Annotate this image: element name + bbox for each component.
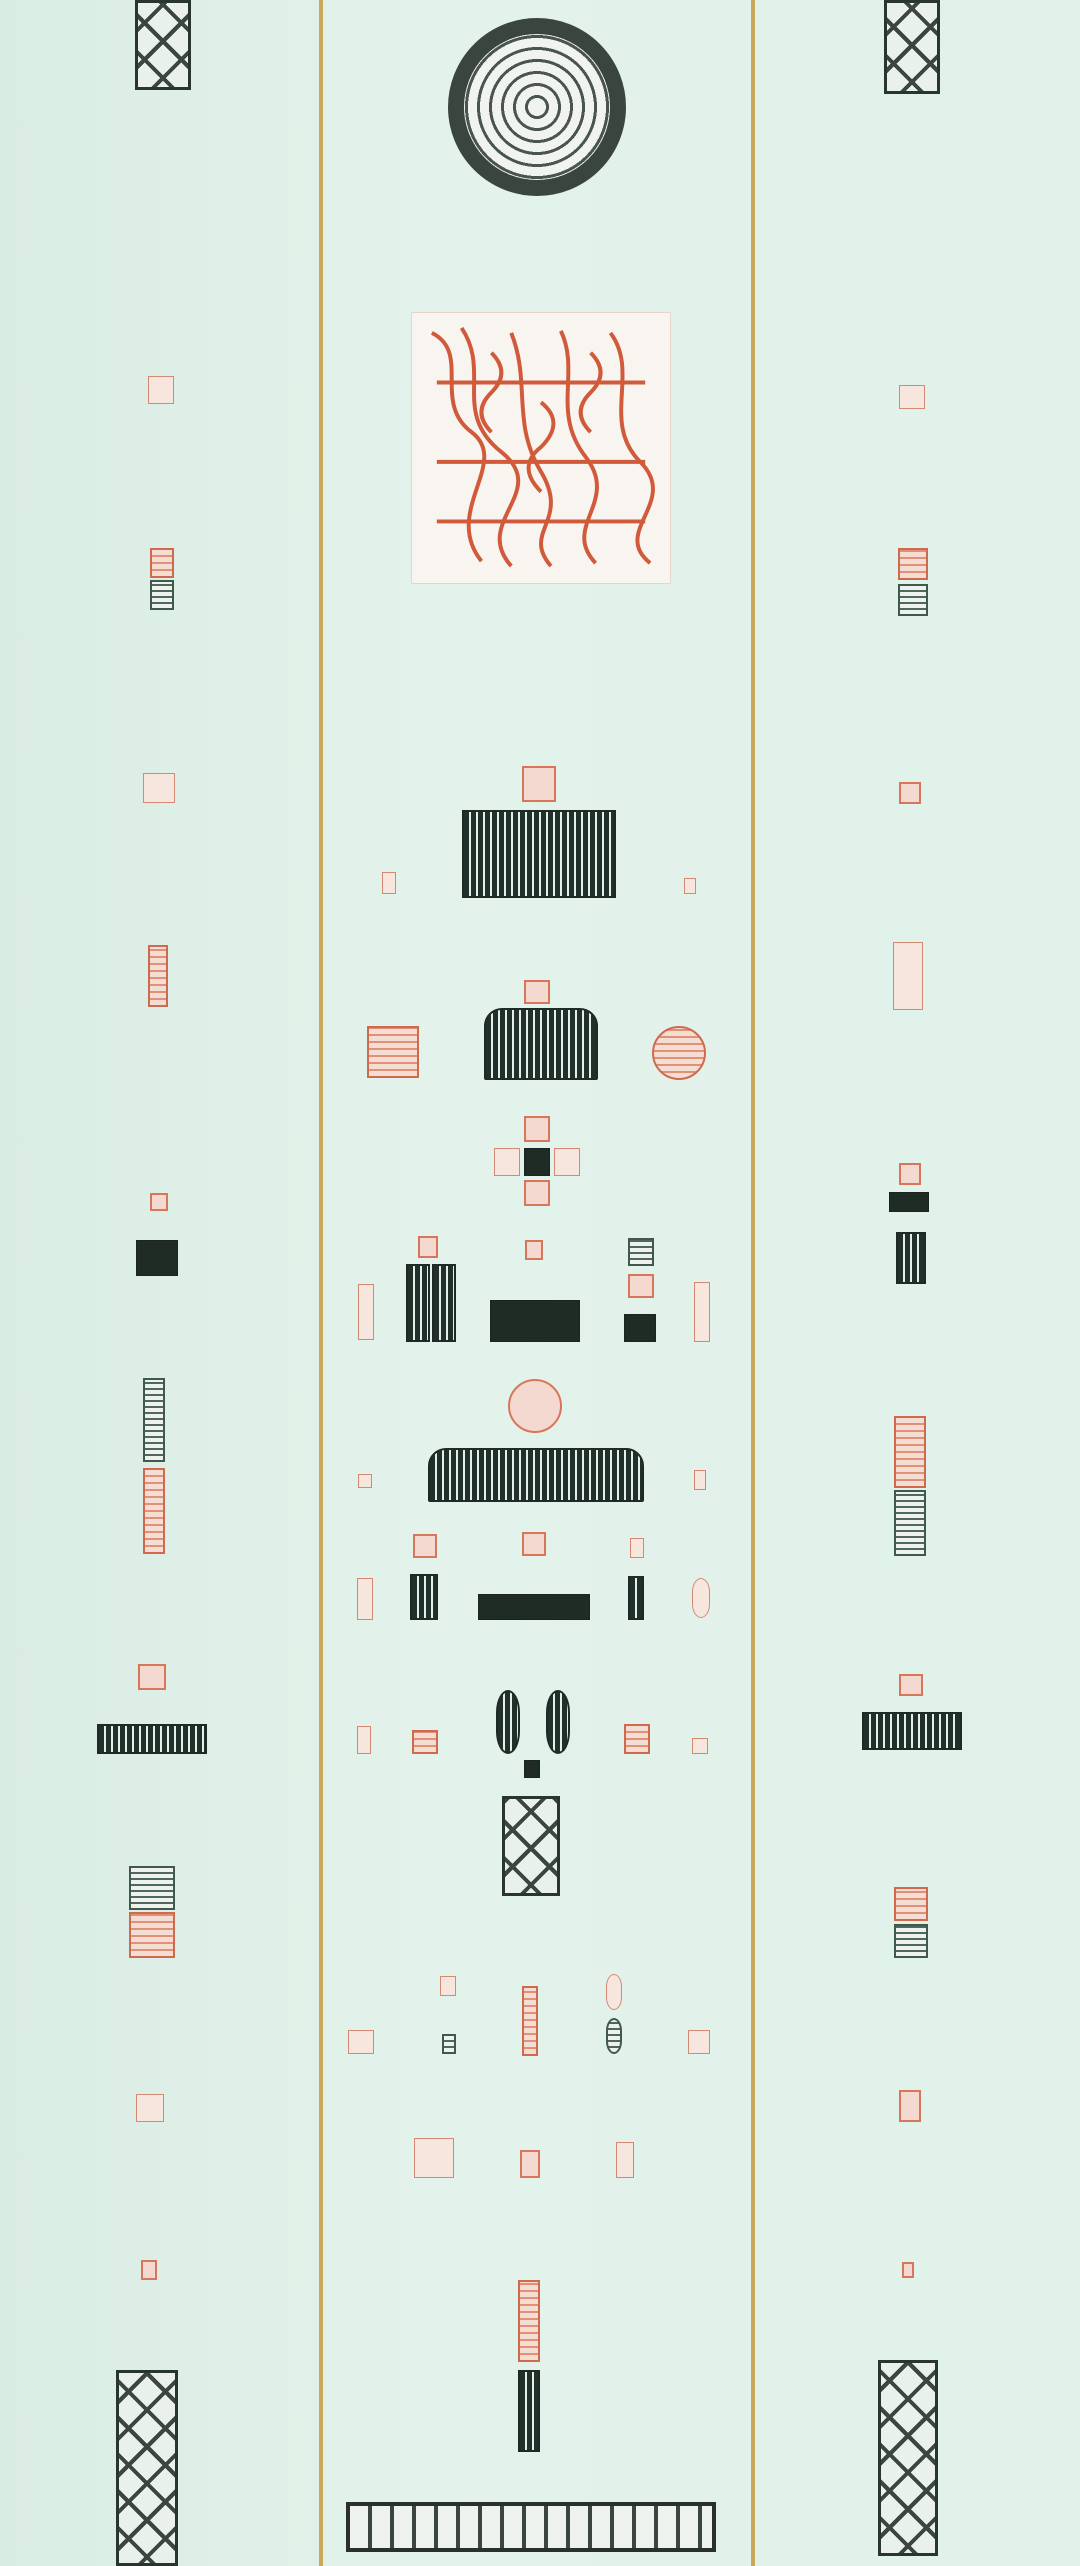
center-seal-h <box>624 1314 656 1342</box>
center-small-right-1 <box>684 878 696 894</box>
center-ink-row <box>490 1300 580 1342</box>
right-seal-5 <box>893 942 923 1010</box>
right-top-rubbing <box>884 0 940 94</box>
center-seal-p <box>410 1574 438 1620</box>
right-seal-13 <box>894 1924 928 1958</box>
center-tall-ink-1 <box>406 1264 430 1342</box>
center-ink-block-1 <box>462 810 616 898</box>
right-seal-row <box>862 1712 962 1750</box>
center-seal-f <box>358 1284 374 1340</box>
center-long-red <box>518 2280 540 2362</box>
center-seal-n <box>630 1538 644 1558</box>
left-seal-10 <box>138 1664 166 1690</box>
center-seal-l <box>413 1534 437 1558</box>
center-twin-oval-2 <box>546 1690 570 1754</box>
left-seal-3 <box>150 580 174 610</box>
center-seal-j <box>358 1474 372 1488</box>
center-seal-x <box>440 1976 456 1996</box>
center-seal-r <box>692 1578 710 1618</box>
center-seal-d <box>628 1238 654 1266</box>
right-seal-12 <box>894 1887 928 1921</box>
center-seal-ff <box>520 2150 540 2178</box>
center-seal-b <box>524 980 550 1004</box>
cross-center <box>524 1148 550 1176</box>
left-seal-8 <box>143 1378 165 1462</box>
center-seal-ee <box>414 2138 454 2178</box>
center-tall-ink-2 <box>432 1264 456 1342</box>
left-seal-14 <box>141 2260 157 2280</box>
left-seal-4 <box>143 773 175 803</box>
left-seal-5 <box>148 945 168 1007</box>
right-bottom-rubbing <box>878 2360 938 2556</box>
center-small-left-1 <box>382 872 396 894</box>
right-seal-3 <box>898 584 928 616</box>
center-seal-g <box>628 1274 654 1298</box>
left-seal-7 <box>136 1240 178 1276</box>
right-seal-10 <box>894 1490 926 1556</box>
center-seal-row-2 <box>478 1594 590 1620</box>
left-seal-2 <box>150 548 174 578</box>
right-seal-1 <box>899 385 925 409</box>
round-bronze-rubbing <box>448 18 626 196</box>
center-round-seal <box>652 1026 706 1080</box>
right-border-rule <box>751 0 755 2566</box>
cross-left <box>494 1148 520 1176</box>
right-seal-7 <box>889 1192 929 1212</box>
right-seal-2 <box>898 548 928 580</box>
center-seal-a <box>522 766 556 802</box>
cross-right <box>554 1148 580 1176</box>
left-top-rubbing <box>135 0 191 90</box>
center-seal-left-sq <box>367 1026 419 1078</box>
center-seal-gg <box>616 2142 634 2178</box>
left-seal-row <box>97 1724 207 1754</box>
center-rect-rubbing <box>502 1796 560 1896</box>
large-cinnabar-seal <box>411 312 671 584</box>
center-seal-dd <box>688 2030 710 2054</box>
left-bottom-rubbing <box>116 2370 178 2566</box>
right-seal-8 <box>896 1232 926 1284</box>
center-twin-oval-1 <box>496 1690 520 1754</box>
center-seal-u <box>524 1760 540 1778</box>
center-seal-bb <box>348 2030 374 2054</box>
left-seal-13 <box>136 2094 164 2122</box>
left-seal-12 <box>129 1912 175 1958</box>
center-seal-w <box>692 1738 708 1754</box>
center-seal-s <box>357 1726 371 1754</box>
center-seal-z <box>606 1974 622 2010</box>
center-round-lg <box>508 1379 562 1433</box>
center-seal-i <box>694 1282 710 1342</box>
center-seal-e <box>525 1240 543 1260</box>
center-seal-m <box>522 1532 546 1556</box>
left-border-rule <box>319 0 323 2566</box>
left-seal-11 <box>129 1866 175 1910</box>
right-seal-14 <box>899 2090 921 2122</box>
bottom-strip-rubbing <box>346 2502 716 2552</box>
center-arch-seals <box>484 1008 598 1080</box>
center-seal-k <box>694 1470 706 1490</box>
cross-top <box>524 1116 550 1142</box>
seal-script-pattern <box>430 326 655 568</box>
center-seal-o <box>357 1578 373 1620</box>
right-seal-9 <box>894 1416 926 1488</box>
center-arch-wide <box>428 1448 644 1502</box>
right-seal-4 <box>899 782 921 804</box>
center-seal-cc <box>442 2034 456 2054</box>
left-seal-6 <box>150 1193 168 1211</box>
left-seal-9 <box>143 1468 165 1554</box>
right-seal-15 <box>902 2262 914 2278</box>
center-seal-y <box>522 1986 538 2056</box>
left-seal-1 <box>148 376 174 404</box>
center-seal-c <box>418 1236 438 1258</box>
cross-bottom <box>524 1180 550 1206</box>
center-seal-aa <box>606 2018 622 2054</box>
center-seal-q <box>628 1576 644 1620</box>
right-seal-6 <box>899 1163 921 1185</box>
center-seal-v <box>624 1724 650 1754</box>
center-seal-t <box>412 1730 438 1754</box>
center-long-ink <box>518 2370 540 2452</box>
right-seal-11 <box>899 1674 923 1696</box>
